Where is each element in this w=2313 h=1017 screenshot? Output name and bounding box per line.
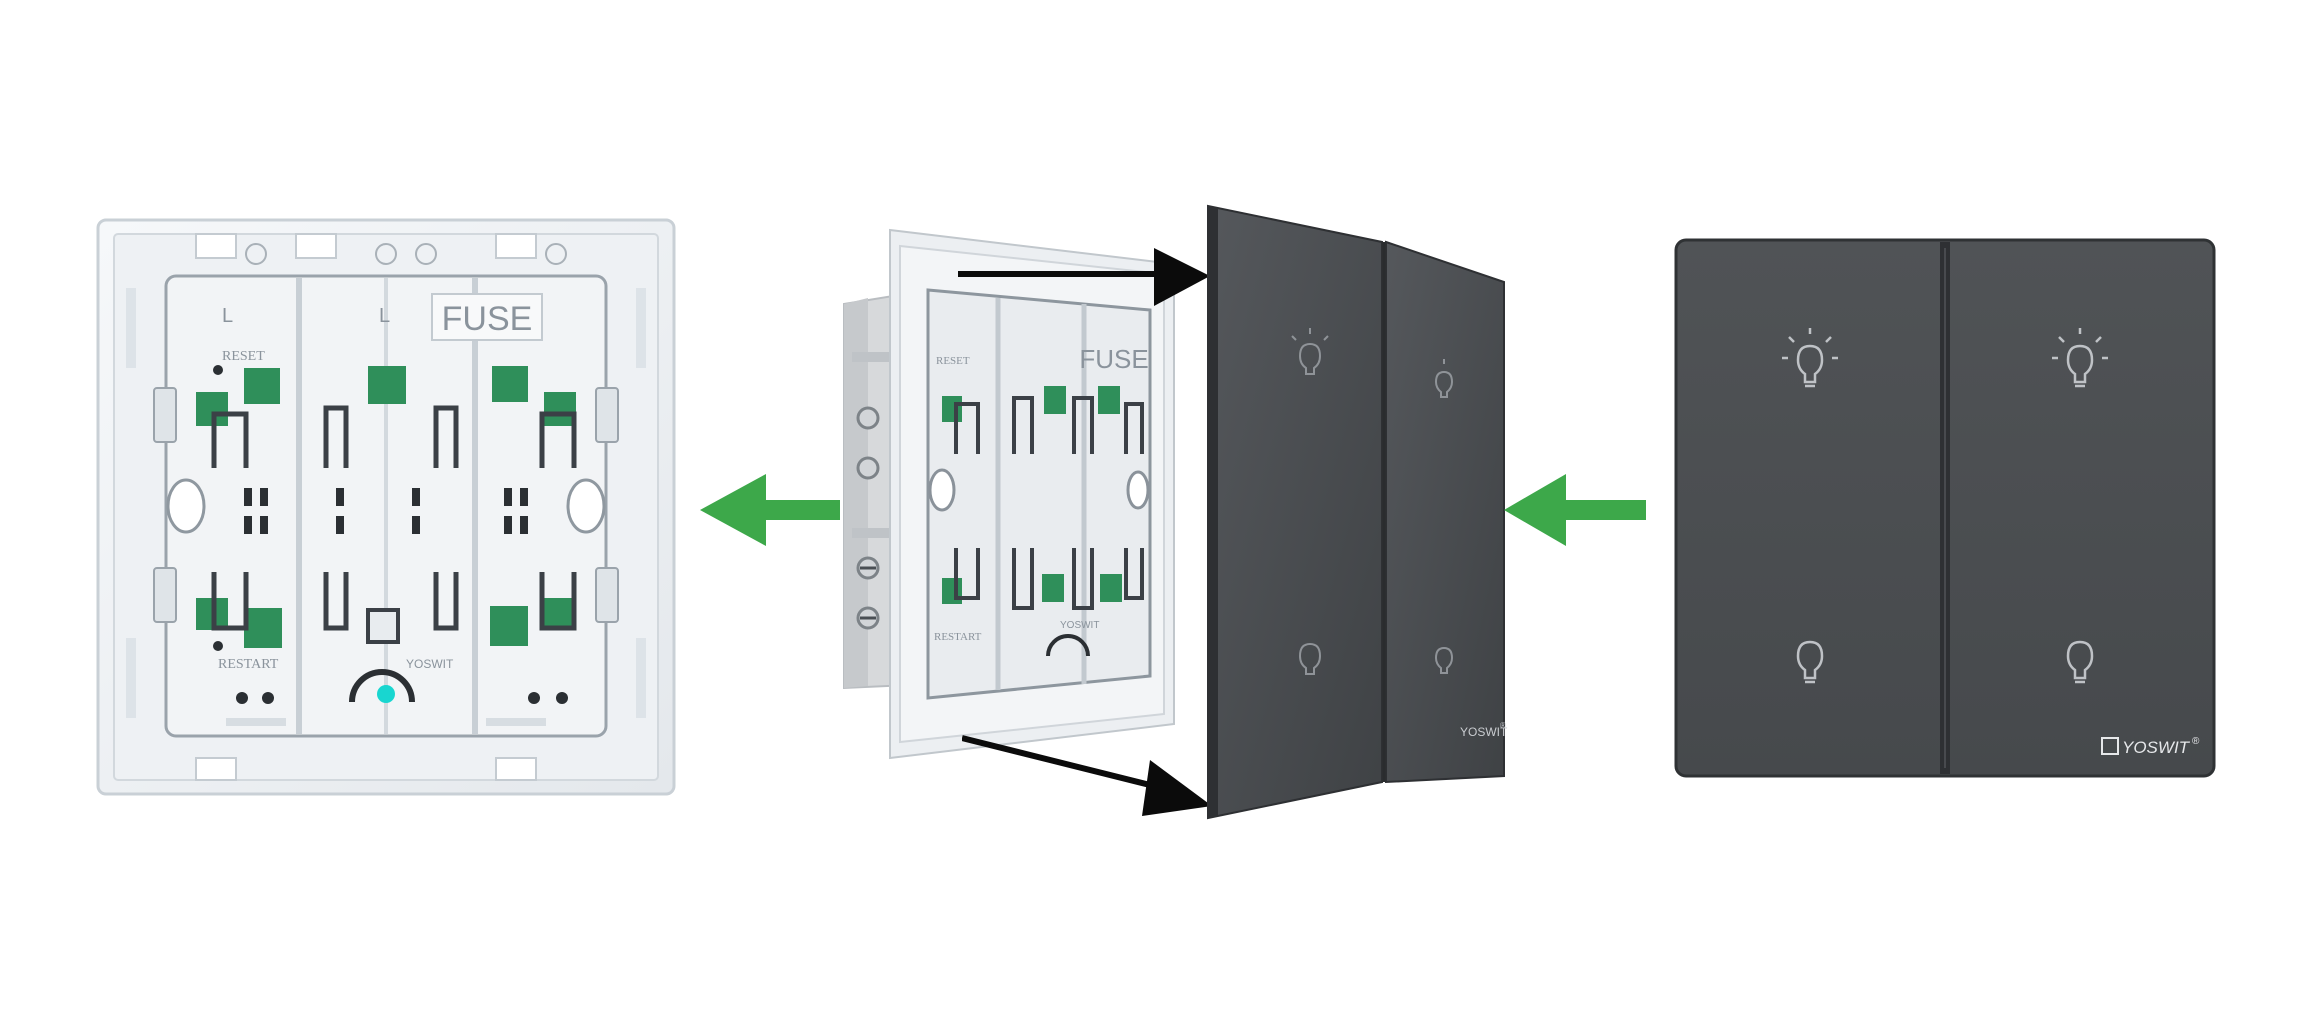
green-arrow-left [700, 470, 840, 550]
back-plate: FUSE RESET RESTART L L [96, 218, 676, 796]
side-fuse-label: FUSE [1079, 344, 1148, 374]
green-arrow-right [1504, 470, 1646, 550]
angled-registered-mark: ® [1500, 721, 1506, 730]
bulb-off-icon [1796, 640, 1824, 684]
front-registered-mark: ® [2192, 736, 2200, 747]
brand-logo-icon [2101, 737, 2119, 755]
bulb-on-icon [1434, 370, 1454, 398]
angled-panel-logo: YOSWIT [1460, 725, 1508, 739]
side-restart-label: RESTART [934, 631, 982, 643]
side-module: FUSE RESET RESTART YOSWIT [838, 228, 1184, 768]
bulb-off-icon [1434, 646, 1454, 674]
black-arrow-top [958, 246, 1210, 312]
angled-panel: YOSWIT ® [1206, 204, 1508, 820]
terminal-mark-left: L [222, 305, 233, 327]
terminal-mark-center: L [379, 305, 390, 327]
front-panel-logo: YOSWIT [2122, 738, 2191, 757]
bulb-off-icon [2066, 640, 2094, 684]
bulb-on-icon [2052, 328, 2108, 388]
bulb-off-icon [1298, 642, 1322, 675]
bulb-on-icon [1298, 342, 1322, 375]
front-panel: YOSWIT ® [1674, 238, 2216, 778]
restart-label: RESTART [218, 657, 279, 672]
reset-label: RESET [222, 349, 265, 364]
black-arrow-bottom [962, 730, 1212, 820]
side-logo: YOSWIT [1060, 620, 1099, 631]
back-plate-logo: YOSWIT [406, 657, 454, 671]
fuse-label: FUSE [442, 300, 533, 338]
indicator-led [377, 685, 395, 703]
bulb-on-icon [1782, 328, 1838, 388]
side-reset-label: RESET [936, 355, 970, 367]
